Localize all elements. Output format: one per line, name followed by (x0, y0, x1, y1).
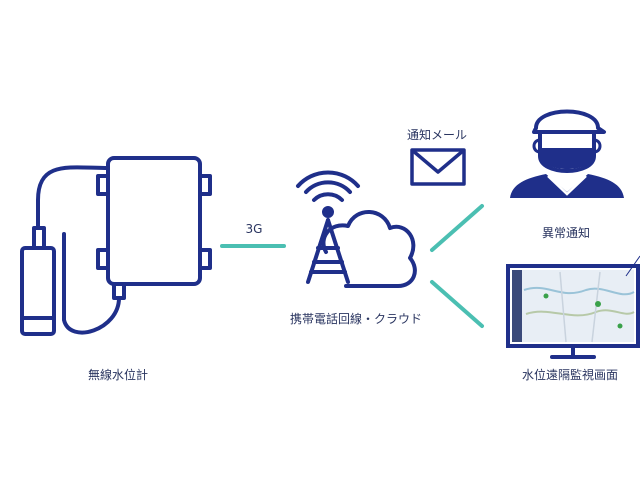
link-line-to-person (430, 204, 484, 252)
monitor-icon (506, 255, 640, 359)
monitor-label: 水位遠隔監視画面 (521, 368, 619, 382)
network-label: 携帯電話回線・クラウド (289, 312, 423, 326)
cloud-tower-icon (296, 170, 417, 288)
water-level-gauge-icon (20, 156, 212, 336)
mail-label: 通知メール (406, 128, 468, 142)
person-label: 異常通知 (541, 226, 591, 240)
person-icon (510, 109, 624, 198)
link-label: 3G (245, 222, 263, 236)
mail-envelope-icon (410, 148, 466, 186)
link-line-to-monitor (430, 280, 484, 328)
sensor-label: 無線水位計 (87, 368, 149, 382)
